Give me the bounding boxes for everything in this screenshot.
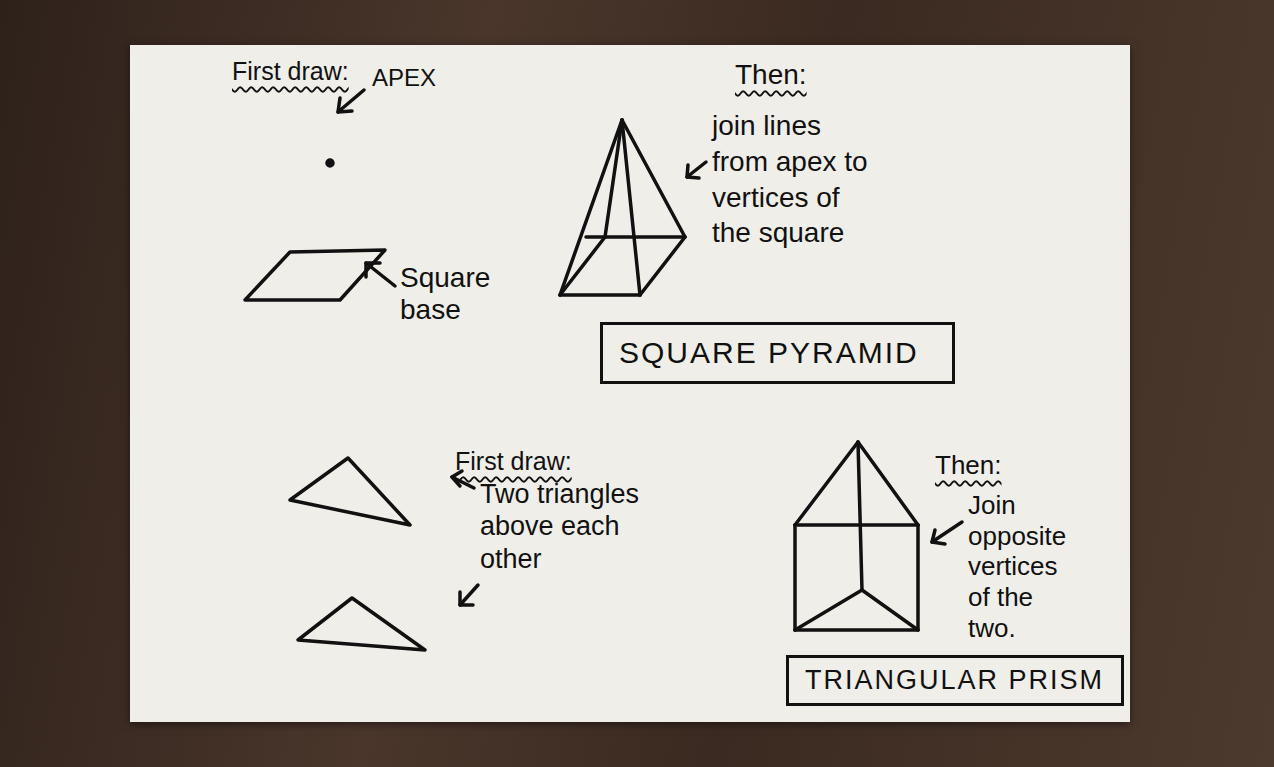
box-title: SQUARE PYRAMID xyxy=(619,335,952,371)
square-base xyxy=(245,250,385,300)
instruction-note: Two triangles above each other xyxy=(480,478,670,575)
leader-arrow xyxy=(366,263,395,286)
instruction-note: join lines from apex to vertices of the … xyxy=(712,108,872,251)
step-heading: Then: xyxy=(935,450,1002,481)
leader-arrow xyxy=(932,522,962,544)
apex-label: APEX xyxy=(372,64,436,93)
title-box: TRIANGULAR PRISM xyxy=(786,655,1124,706)
instruction-note: Join opposite vertices of the two. xyxy=(968,490,1083,643)
apex-dot xyxy=(327,160,333,166)
triangle xyxy=(290,458,410,525)
leader-arrow xyxy=(460,585,478,605)
step-heading: First draw: xyxy=(455,446,572,476)
pyramid-figure xyxy=(560,120,685,295)
prism-figure xyxy=(795,442,918,630)
title-box: SQUARE PYRAMID xyxy=(600,322,955,384)
leader-arrow xyxy=(338,90,364,112)
triangle xyxy=(298,598,425,650)
step-heading: Then: xyxy=(735,58,807,92)
leader-arrow xyxy=(687,162,706,178)
base-label: Square base xyxy=(400,262,500,326)
box-title: TRIANGULAR PRISM xyxy=(805,664,1121,696)
step-heading: First draw: xyxy=(232,56,349,86)
